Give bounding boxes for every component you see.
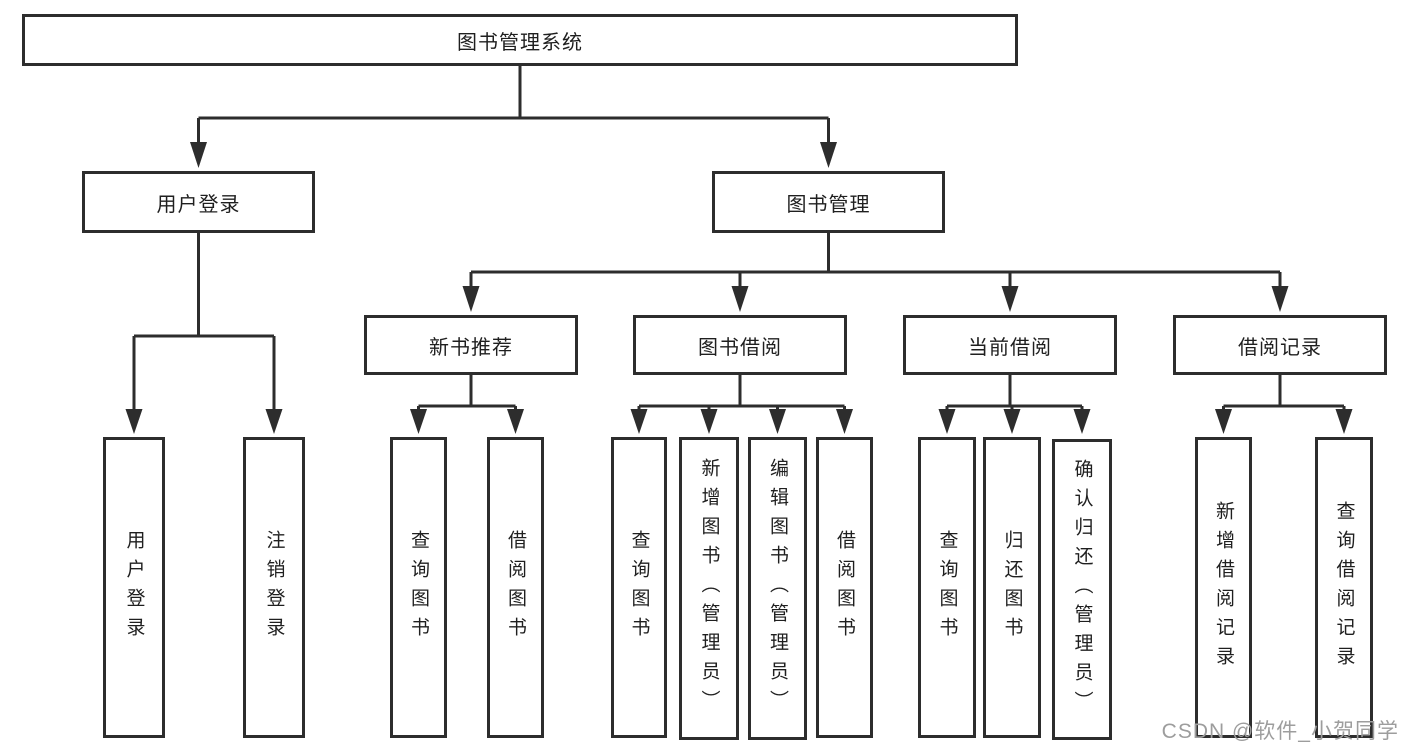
leaf-query-books-borrowing-label: 查询图书 [628, 529, 650, 646]
node-root-system: 图书管理系统 [22, 14, 1018, 66]
leaf-query-books-recommend: 查询图书 [390, 437, 447, 738]
node-current-borrowing: 当前借阅 [903, 315, 1117, 375]
leaf-edit-books-admin-label: 编辑图书（管理员） [767, 458, 788, 719]
node-root-label: 图书管理系统 [457, 31, 583, 54]
leaf-query-borrow-record: 查询借阅记录 [1315, 437, 1373, 738]
node-new-book-recommend: 新书推荐 [364, 315, 578, 375]
leaf-borrow-books-label: 借阅图书 [834, 529, 855, 646]
leaf-confirm-return-admin: 确认归还（管理员） [1052, 439, 1112, 740]
leaf-return-books: 归还图书 [983, 437, 1041, 738]
leaf-logout: 注销登录 [243, 437, 305, 738]
leaf-return-books-label: 归还图书 [1001, 529, 1023, 646]
leaf-add-borrow-record-label: 新增借阅记录 [1213, 500, 1234, 675]
leaf-query-books-current-label: 查询图书 [936, 529, 958, 646]
leaf-borrow-books-recommend-label: 借阅图书 [505, 529, 526, 646]
node-user-login-label: 用户登录 [156, 193, 241, 216]
leaf-borrow-books-recommend: 借阅图书 [487, 437, 544, 738]
leaf-confirm-return-admin-label: 确认归还（管理员） [1071, 459, 1093, 720]
node-current-borrowing-label: 当前借阅 [968, 336, 1052, 359]
leaf-query-books-borrowing: 查询图书 [611, 437, 667, 738]
leaf-user-login: 用户登录 [103, 437, 165, 738]
leaf-borrow-books: 借阅图书 [816, 437, 873, 738]
node-borrowing-records-label: 借阅记录 [1238, 336, 1322, 359]
leaf-query-borrow-record-label: 查询借阅记录 [1333, 500, 1355, 675]
node-book-management: 图书管理 [712, 171, 945, 233]
leaf-edit-books-admin: 编辑图书（管理员） [748, 437, 807, 740]
node-book-borrowing: 图书借阅 [633, 315, 847, 375]
leaf-query-books-current: 查询图书 [918, 437, 976, 738]
leaf-add-books-admin: 新增图书（管理员） [679, 437, 739, 740]
leaf-logout-label: 注销登录 [263, 529, 285, 646]
leaf-user-login-label: 用户登录 [123, 529, 145, 646]
node-new-book-recommend-label: 新书推荐 [429, 336, 513, 359]
leaf-query-books-recommend-label: 查询图书 [408, 529, 429, 646]
csdn-watermark: CSDN @软件_小贺同学 [1161, 720, 1399, 743]
node-book-management-label: 图书管理 [786, 193, 871, 216]
leaf-add-books-admin-label: 新增图书（管理员） [698, 458, 720, 719]
leaf-add-borrow-record: 新增借阅记录 [1195, 437, 1252, 738]
node-borrowing-records: 借阅记录 [1173, 315, 1387, 375]
node-user-login: 用户登录 [82, 171, 315, 233]
node-book-borrowing-label: 图书借阅 [698, 336, 782, 359]
